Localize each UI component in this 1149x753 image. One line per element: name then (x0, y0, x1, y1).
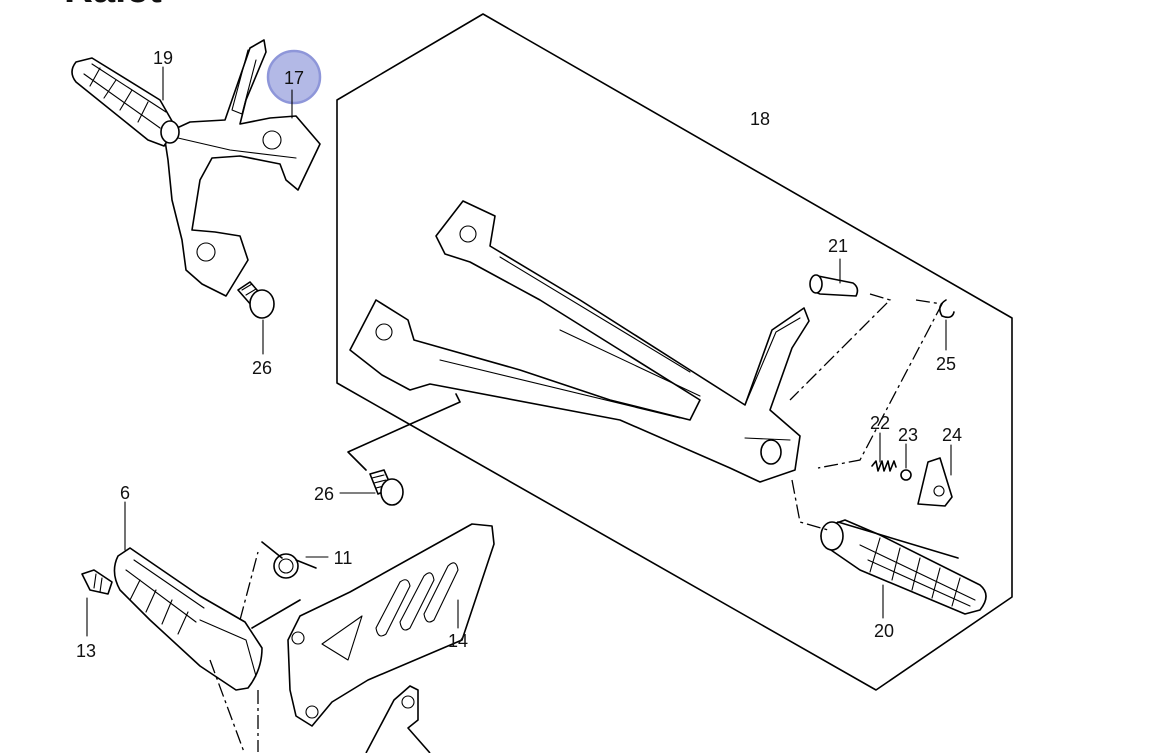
bolt-26-center (339, 469, 404, 506)
ball-23 (900, 443, 912, 481)
callout-6[interactable]: 6 (120, 483, 130, 503)
leader-21-to-bracket (789, 293, 892, 401)
pin-21 (809, 258, 859, 297)
bolt-13 (81, 569, 113, 637)
leader-11-to-plate (251, 599, 301, 629)
callout-24[interactable]: 24 (942, 425, 962, 445)
callout-23[interactable]: 23 (898, 425, 918, 445)
callout-19[interactable]: 19 (153, 48, 173, 68)
leader-peg-bracket (837, 521, 959, 559)
front-footrest-bracket-17 (163, 39, 321, 297)
leader-6-to-bracket (239, 551, 259, 621)
leader-26-bracket (347, 393, 461, 471)
rear-footrest-bracket (349, 200, 810, 483)
rear-footpeg-20 (820, 519, 987, 619)
callout-26-center[interactable]: 26 (314, 484, 334, 504)
page-title: Ralet (64, 0, 162, 11)
callout-20[interactable]: 20 (874, 621, 894, 641)
leader-25-to-bracket (817, 299, 943, 469)
callout-highlight-17[interactable] (266, 49, 322, 105)
assembly-18-outline (336, 13, 1013, 691)
footpeg-6 (113, 501, 263, 691)
callout-18[interactable]: 18 (750, 109, 770, 129)
heel-plate-14 (287, 523, 495, 727)
bolt-26-top (237, 281, 275, 355)
callout-21[interactable]: 21 (828, 236, 848, 256)
callout-17[interactable]: 17 (284, 68, 304, 88)
callout-25[interactable]: 25 (936, 354, 956, 374)
leader-bracket-to-peg (791, 479, 829, 531)
spring-11 (261, 541, 329, 579)
front-footpeg-19 (71, 57, 180, 147)
bracket-bottom (365, 685, 431, 753)
leader-6-to-bottom (209, 659, 245, 753)
callout-22[interactable]: 22 (870, 413, 890, 433)
e-clip-25 (938, 299, 955, 351)
callout-14[interactable]: 14 (448, 631, 468, 651)
callout-26-top[interactable]: 26 (252, 358, 272, 378)
spring-22 (871, 432, 897, 472)
plate-24 (917, 444, 953, 507)
callout-11[interactable]: 11 (334, 548, 353, 568)
callout-13[interactable]: 13 (76, 641, 96, 661)
